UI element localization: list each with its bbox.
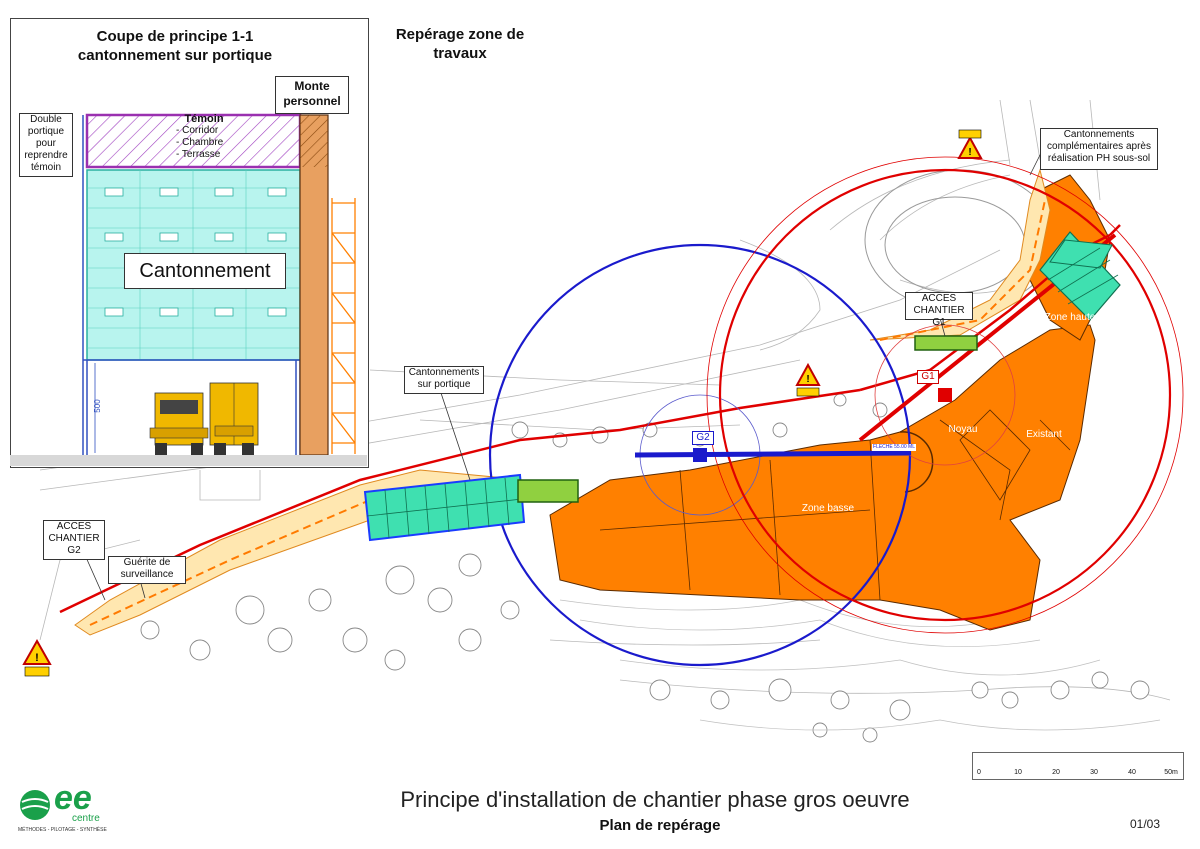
scale-tick-40: 40 [1128, 769, 1136, 776]
truck-left [149, 392, 209, 455]
plan-modules-lower [363, 473, 579, 542]
scale-bar-frame [972, 752, 1184, 780]
logo-tagline: MÉTHODES - PILOTAGE - SYNTHÈSE [18, 827, 107, 833]
plan-title: Repérage zone de travaux [395, 26, 525, 62]
contours [559, 599, 1161, 731]
drawing-main-title: Principe d'installation de chantier phas… [400, 787, 910, 812]
warning-sign-g1: ! [795, 362, 821, 397]
label-noyau: Noyau [948, 424, 978, 435]
ground-line [10, 455, 367, 466]
label-guerite: Guérite de surveillance [108, 556, 186, 584]
truck-right [209, 382, 259, 455]
section-view-drawing [10, 113, 367, 466]
logo-globe-icon [20, 790, 50, 820]
warning-sign-top: ! [957, 129, 983, 159]
crane-g1-inner [874, 324, 1016, 466]
label-g1: G1 [917, 370, 939, 384]
traffic-arrows [89, 199, 1046, 626]
scaffold-tower [331, 198, 356, 454]
height-dim-label: 500 [93, 399, 102, 413]
cantonnement-label: Cantonnement [124, 253, 286, 289]
svg-text:!: ! [968, 147, 971, 158]
crane-g1-radius [718, 168, 1172, 622]
monte-personnel-label: Monte personnel [275, 76, 349, 114]
svg-text:!: ! [806, 374, 809, 385]
temoin-label: Témoin - Corridor - Chambre - Terrasse [176, 113, 224, 160]
logo-word: centre [72, 813, 100, 824]
label-acces-g2: ACCES CHANTIER G2 [43, 520, 105, 560]
scale-tick-50: 50m [1164, 769, 1178, 776]
building-interior [599, 409, 1071, 601]
label-acces-g1: ACCES CHANTIER G1 [905, 292, 973, 328]
monte-personnel-shaft [299, 114, 329, 456]
label-existant: Existant [1026, 429, 1062, 440]
double-portique-label: Double portique pour reprendre témoin [19, 113, 73, 177]
label-zone-haute: Zone haute [1044, 312, 1096, 323]
section-title: Coupe de principe 1-1 cantonnement sur p… [77, 28, 273, 64]
g1-storage [914, 335, 978, 351]
scale-tick-0: 0 [977, 769, 981, 776]
svg-text:!: ! [35, 652, 39, 664]
warning-sign-g2: ! [22, 638, 52, 677]
plan-modules-upper [1039, 231, 1121, 321]
crane-g1-outer [706, 156, 1184, 634]
trees [140, 393, 1150, 743]
label-zone-basse: Zone basse [801, 503, 855, 514]
crane-g2-mast [693, 448, 707, 462]
logo-letters: ee [54, 779, 92, 817]
module-windows [104, 187, 287, 317]
scale-tick-20: 20 [1052, 769, 1060, 776]
label-cantonnements-complementaires: Cantonnements complémentaires après réal… [1040, 128, 1158, 170]
label-cantonnements-portique: Cantonnements sur portique [404, 366, 484, 394]
crane-g2-jib [634, 450, 911, 458]
page-number: 01/03 [1130, 817, 1161, 831]
road-lines [39, 99, 1171, 701]
crane-g1-mast [938, 388, 952, 402]
drawing-sub-title: Plan de repérage [599, 817, 721, 834]
label-fleche: FLECHE 55.00 ML [872, 444, 916, 451]
scale-tick-30: 30 [1090, 769, 1098, 776]
label-g2: G2 [692, 431, 714, 445]
temoin-block [85, 113, 302, 169]
noyau-drum [899, 431, 934, 493]
scale-tick-10: 10 [1014, 769, 1022, 776]
